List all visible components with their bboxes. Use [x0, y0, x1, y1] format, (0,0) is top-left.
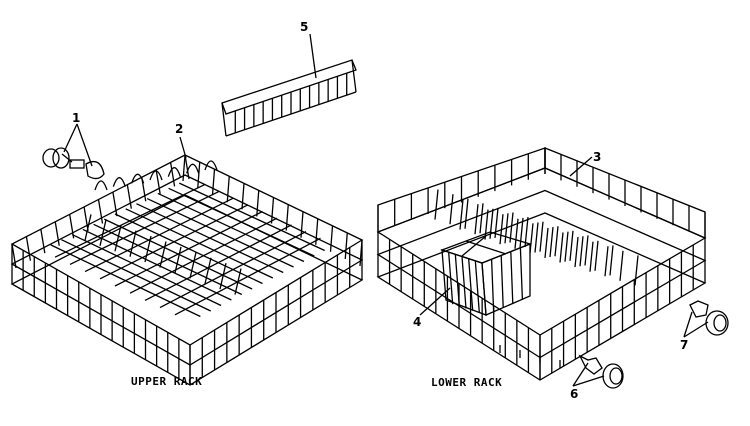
callout-7: 7 [680, 338, 689, 352]
silverware-basket-part [440, 231, 532, 316]
lower-rack-caption: LOWER RACK [431, 376, 503, 389]
upper-rack-drawing [10, 154, 364, 386]
callout-3: 3 [593, 150, 602, 164]
callout-5: 5 [300, 20, 309, 34]
upper-rack-caption: UPPER RACK [131, 375, 203, 388]
callout-6: 6 [570, 387, 579, 401]
leader-lines [63, 33, 709, 387]
lower-rack-drawing [376, 147, 707, 381]
roller-part-upper [42, 147, 105, 180]
roller-part-lower-a [578, 354, 624, 389]
callout-1: 1 [72, 111, 81, 125]
divider-panel-part [221, 59, 357, 137]
callout-4: 4 [413, 315, 422, 329]
callout-2: 2 [175, 122, 184, 136]
